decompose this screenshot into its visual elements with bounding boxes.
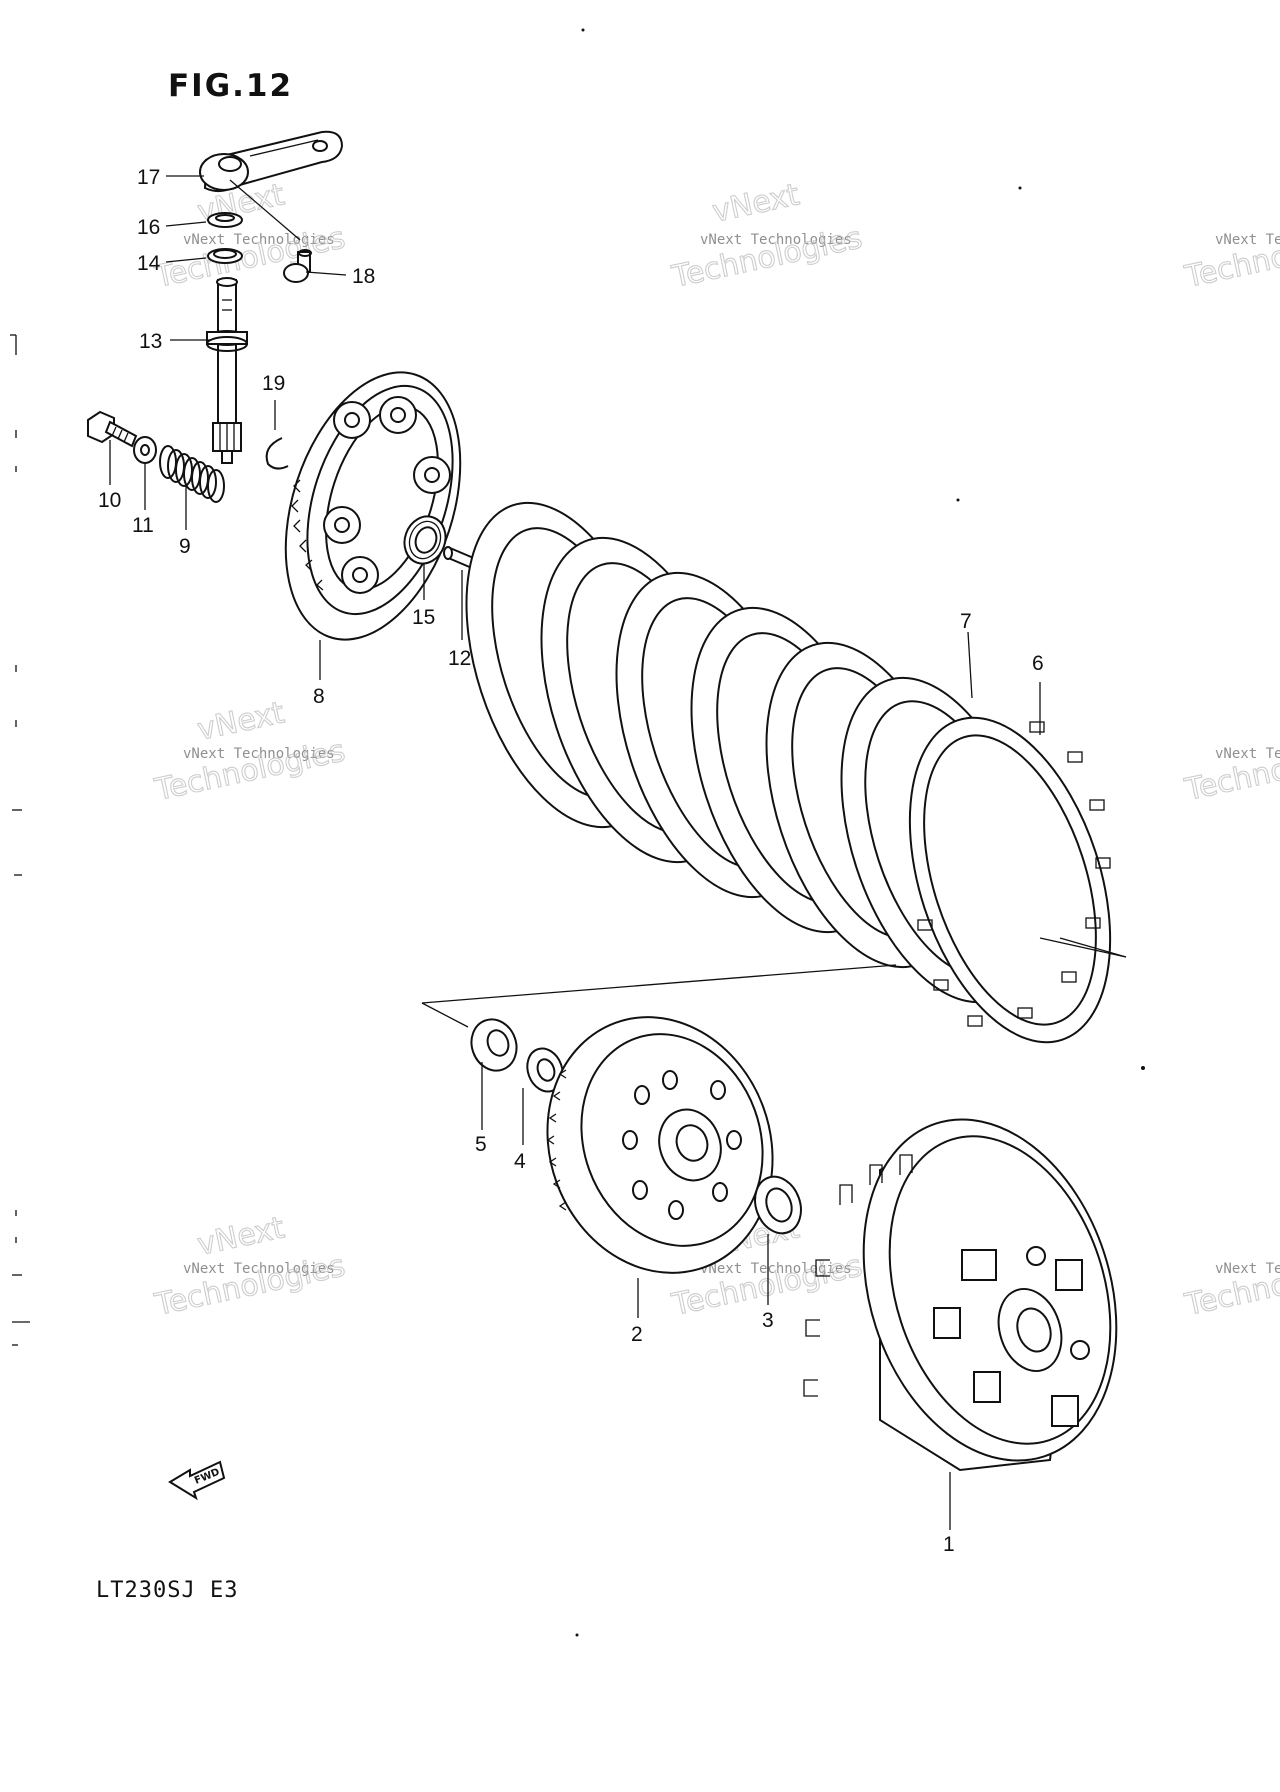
watermark-small-text: vNext Technologies (183, 1261, 335, 1277)
watermark: vNext vNext Technologies Technologies (151, 177, 349, 296)
watermark-bottom-text: Technologies (151, 1249, 348, 1324)
watermark: vNext vNext Technologies Technologies (151, 695, 349, 809)
callout-6: 6 (1032, 652, 1044, 675)
callout-labels: 17 16 14 18 13 19 10 11 9 15 12 8 7 6 5 … (98, 166, 1044, 1556)
scan-dots (575, 28, 1145, 1637)
watermark: vNext vNext Technologies Technologies (151, 1210, 349, 1324)
callout-1: 1 (943, 1533, 955, 1556)
watermark-top-text: vNext (194, 695, 287, 748)
part-1-clutch-housing (803, 1118, 1118, 1472)
callout-11: 11 (132, 514, 154, 537)
callout-5: 5 (475, 1133, 487, 1156)
callout-2: 2 (631, 1323, 643, 1346)
part-10-bolt (87, 410, 138, 448)
model-code-label: LT230SJ E3 (96, 1578, 239, 1603)
part-5-nut (470, 1018, 518, 1072)
callout-3: 3 (762, 1309, 774, 1332)
clutch-plate-stack (465, 501, 1112, 1044)
watermark-small-text: vNext Technologies (700, 1261, 852, 1277)
watermark: vNext Technologies Technologies (1181, 733, 1280, 809)
callout-12: 12 (448, 647, 471, 670)
callout-17: 17 (137, 166, 160, 189)
watermark-bottom-text: Technologies (151, 734, 348, 809)
part-6-clutch-drive-plate (908, 716, 1112, 1044)
part-13-release-shaft (206, 277, 248, 464)
watermark-small-text: vNext Technologies (1215, 746, 1280, 762)
callout-19: 19 (262, 372, 285, 395)
watermark: vNext vNext Technologies Technologies (668, 177, 866, 296)
callout-10: 10 (98, 489, 121, 512)
watermark-bottom-text: Technologies (1181, 1249, 1280, 1324)
watermark-small-text: vNext Technologies (1215, 1261, 1280, 1277)
watermark: vNext Technologies Technologies (1181, 220, 1280, 296)
part-3-thrust-washer (754, 1175, 802, 1235)
part-19-circlip (265, 437, 289, 470)
callout-13: 13 (139, 330, 162, 353)
watermark-top-text: vNext (709, 177, 802, 230)
callout-9: 9 (179, 535, 191, 558)
watermark-top-text: vNext (194, 1210, 287, 1263)
callout-4: 4 (514, 1150, 526, 1173)
part-18-pin (283, 249, 312, 283)
fwd-arrow-icon: FWD (168, 1460, 226, 1501)
callout-15: 15 (412, 606, 435, 629)
watermark: vNext Technologies Technologies (1181, 1248, 1280, 1324)
part-15-bearing (403, 515, 447, 565)
watermark-small-text: vNext Technologies (183, 232, 335, 248)
part-16-washer (207, 212, 243, 228)
watermark-bottom-text: Technologies (1181, 734, 1280, 809)
margin-scan-marks (10, 334, 30, 1346)
watermark-small-text: vNext Technologies (700, 232, 852, 248)
part-9-spring (159, 445, 225, 503)
part-4-lock-washer (526, 1047, 564, 1093)
part-17-release-arm (199, 130, 344, 192)
callout-14: 14 (137, 252, 161, 275)
callout-7: 7 (960, 610, 972, 633)
leader-lines (109, 175, 1041, 1530)
callout-18: 18 (352, 265, 375, 288)
figure-title: FIG.12 (168, 68, 294, 104)
callout-16: 16 (137, 216, 160, 239)
explode-guide-lines (421, 937, 1127, 1028)
part-11-washer (133, 436, 157, 464)
part-8-pressure-plate (284, 371, 462, 641)
part-14-o-ring (207, 248, 243, 264)
watermark-small-text: vNext Technologies (183, 746, 335, 762)
watermark-small-text: vNext Technologies (1215, 232, 1280, 248)
part-2-sleeve-hub (546, 1016, 774, 1274)
callout-8: 8 (313, 685, 325, 708)
